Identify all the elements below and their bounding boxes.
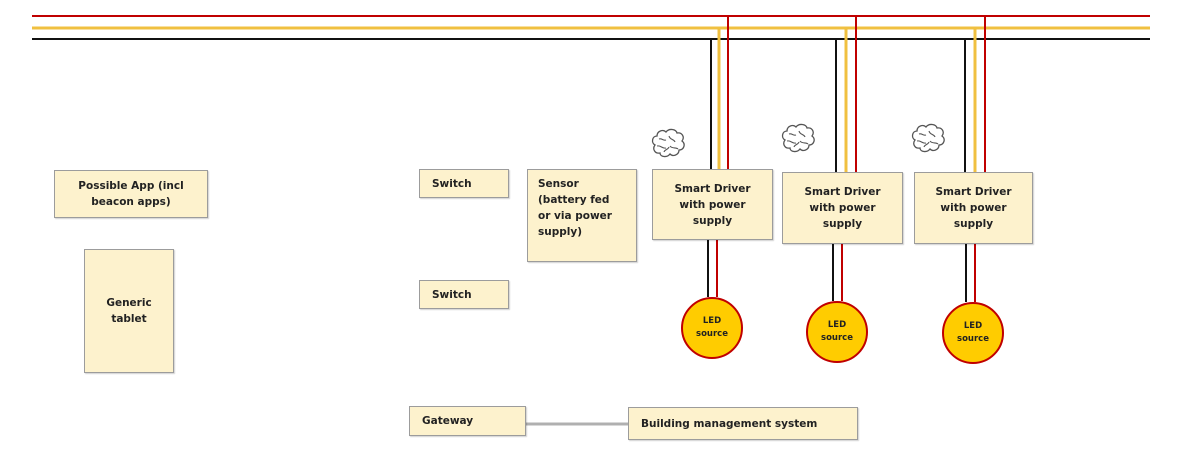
brain-icon xyxy=(911,123,945,153)
brain-icon xyxy=(781,123,815,153)
building-management-system-box: Building management system xyxy=(628,407,858,440)
gateway-box: Gateway xyxy=(409,406,526,436)
switch-box-2: Switch xyxy=(419,280,509,309)
led-source: LED source xyxy=(681,297,743,359)
smart-driver-box: Smart Driver with power supply xyxy=(652,169,773,240)
led-source: LED source xyxy=(942,302,1004,364)
led-source: LED source xyxy=(806,301,868,363)
smart-driver-box: Smart Driver with power supply xyxy=(782,172,903,244)
brain-icon xyxy=(651,128,685,158)
generic-tablet-box: Generic tablet xyxy=(84,249,174,373)
possible-app-box: Possible App (incl beacon apps) xyxy=(54,170,208,218)
smart-driver-box: Smart Driver with power supply xyxy=(914,172,1033,244)
sensor-box: Sensor (battery fed or via power supply) xyxy=(527,169,637,262)
switch-box-1: Switch xyxy=(419,169,509,198)
